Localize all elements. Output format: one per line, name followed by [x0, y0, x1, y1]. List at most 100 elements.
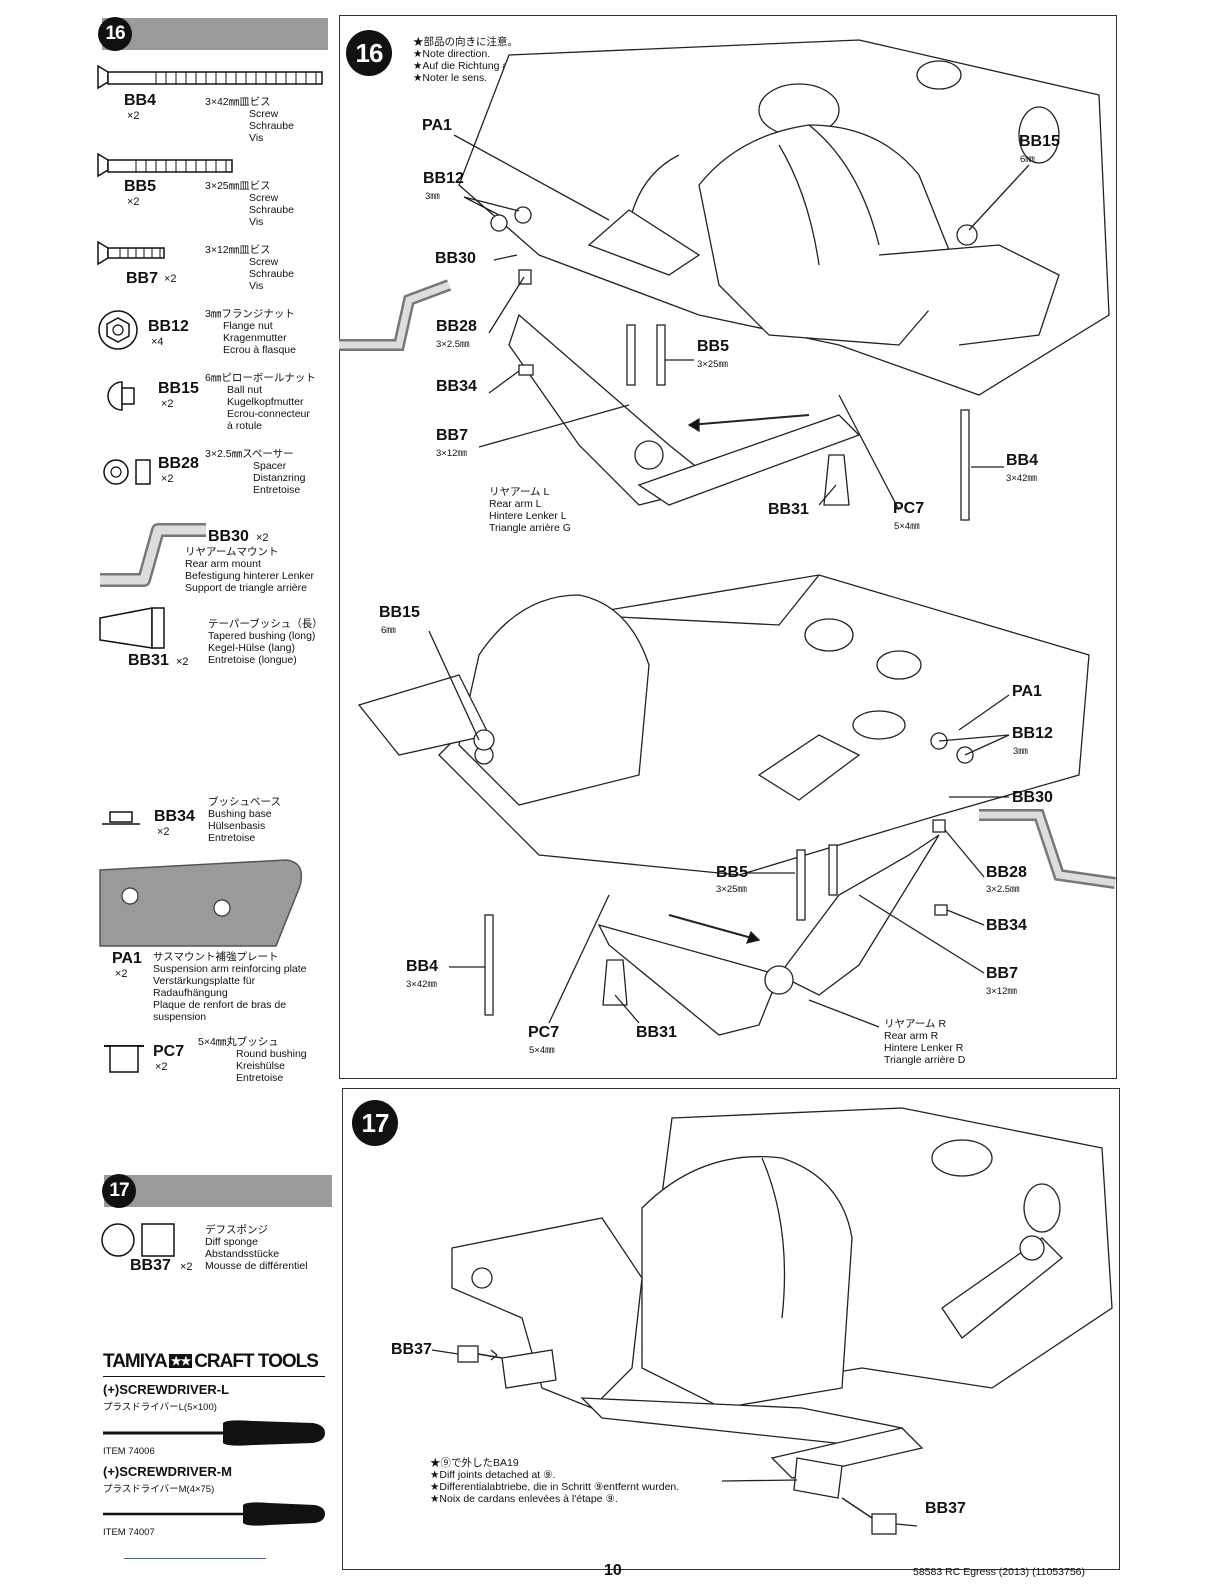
label-bb28: BB28 — [436, 318, 477, 335]
label-bb28: BB28 — [986, 864, 1027, 881]
part-qty: ×2 — [176, 656, 189, 668]
part-code: BB31 — [128, 652, 169, 669]
bb12-flange-nut-icon — [98, 310, 138, 350]
tool-jp: プラスドライバーL(5×100) — [103, 1402, 217, 1413]
part-qty: ×2 — [155, 1061, 168, 1073]
label-bb34: BB34 — [986, 917, 1027, 934]
bb7-screw-icon — [97, 240, 165, 266]
tool-item: ITEM 74007 — [103, 1527, 155, 1538]
label-bb7-size: 3×12㎜ — [986, 986, 1017, 997]
footer-rule — [124, 1558, 266, 1559]
part-qty: ×2 — [127, 110, 140, 122]
tool-jp: プラスドライバーM(4×75) — [103, 1484, 215, 1495]
part-desc: 3×42㎜皿ビス Screw Schraube Vis — [205, 96, 294, 144]
part-code: BB4 — [124, 92, 157, 109]
part-desc: 3×2.5㎜スペーサー Spacer Distanzring Entretois… — [205, 448, 306, 496]
part-code: BB7 — [126, 270, 159, 287]
label-bb12: BB12 — [423, 170, 464, 187]
label-bb30: BB30 — [1012, 789, 1053, 806]
label-bb28-size: 3×2.5㎜ — [436, 339, 470, 350]
label-bb12-size: 3㎜ — [1013, 746, 1028, 757]
diff-joint-note: ★⑨で外したBA19 ★Diff joints detached at ⑨. ★… — [430, 1457, 680, 1505]
tool-item: ITEM 74006 — [103, 1446, 155, 1457]
tamiya-stars-logo: ★★ — [168, 1354, 193, 1368]
parts-icons-16 — [97, 64, 323, 1073]
pa1-plate-icon — [99, 859, 303, 947]
craft-tools-brand: TAMIYA★★CRAFT TOOLS — [103, 1351, 319, 1372]
bb4-screw-icon — [97, 64, 323, 90]
screwdriver-m-icon — [103, 1502, 325, 1526]
part-desc: 6㎜ピローボールナット Ball nut Kugelkopfmutter Ecr… — [205, 372, 316, 432]
label-pa1: PA1 — [1012, 683, 1042, 700]
label-bb12-size: 3㎜ — [425, 191, 440, 202]
part-desc: 3×25㎜皿ビス Screw Schraube Vis — [205, 180, 294, 228]
part-qty: ×2 — [161, 473, 174, 485]
label-bb15: BB15 — [1019, 133, 1060, 150]
step17-header-bar — [104, 1175, 332, 1207]
label-bb7: BB7 — [986, 965, 1019, 982]
label-bb7-size: 3×12㎜ — [436, 448, 467, 459]
label-bb5: BB5 — [697, 338, 730, 355]
bb15-ball-nut-icon — [107, 381, 135, 411]
screwdriver-l-icon — [103, 1420, 325, 1446]
part-desc: デフスポンジ Diff sponge Abstandsstücke Mousse… — [205, 1224, 308, 1272]
part-code: BB15 — [158, 380, 199, 397]
label-pc7-size: 5×4㎜ — [529, 1045, 555, 1056]
part-desc: ブッシュベース Bushing base Hülsenbasis Entreto… — [208, 796, 281, 844]
label-bb37-left: BB37 — [391, 1341, 432, 1358]
bb31-tapered-bushing-icon — [99, 607, 165, 649]
label-bb4-size: 3×42㎜ — [406, 979, 437, 990]
part-code: PC7 — [153, 1043, 185, 1060]
part-desc: 3×12㎜皿ビス Screw Schraube Vis — [205, 244, 294, 292]
step16-header-bar — [102, 18, 328, 50]
label-bb4: BB4 — [1006, 452, 1039, 469]
label-bb30: BB30 — [435, 250, 476, 267]
label-bb31: BB31 — [768, 501, 809, 518]
part-code: PA1 — [112, 950, 142, 967]
label-bb12: BB12 — [1012, 725, 1053, 742]
bb34-bushing-base-icon — [102, 811, 140, 825]
step17-assembly-drawing — [431, 1107, 1113, 1535]
part-qty: ×2 — [115, 968, 128, 980]
label-bb7: BB7 — [436, 427, 469, 444]
label-bb31: BB31 — [636, 1024, 677, 1041]
part-desc: テーパーブッシュ（長） Tapered bushing (long) Kegel… — [208, 618, 323, 666]
tools-divider — [103, 1376, 325, 1377]
rear-arm-r-label: リヤアーム R Rear arm R Hintere Lenker R Tria… — [884, 1018, 966, 1066]
label-bb5-size: 3×25㎜ — [716, 884, 747, 895]
label-bb4: BB4 — [406, 958, 439, 975]
part-code: BB5 — [124, 178, 157, 195]
part-qty: ×2 — [157, 826, 170, 838]
label-bb5-size: 3×25㎜ — [697, 359, 728, 370]
rear-arm-l-label: リヤアーム L Rear arm L Hintere Lenker L Tria… — [489, 486, 571, 534]
part-qty: ×2 — [180, 1261, 193, 1273]
label-pc7: PC7 — [893, 500, 925, 517]
label-pa1: PA1 — [422, 117, 452, 134]
part-code: BB12 — [148, 318, 189, 335]
step16-diagram-badge: 16 — [346, 30, 392, 76]
label-bb15: BB15 — [379, 604, 420, 621]
label-bb5: BB5 — [716, 864, 749, 881]
label-bb37-right: BB37 — [925, 1500, 966, 1517]
part-desc: サスマウント補強プレート Suspension arm reinforcing … — [153, 951, 307, 1023]
tool-name: (+)SCREWDRIVER-M — [103, 1464, 232, 1479]
label-bb15-size: 6㎜ — [381, 625, 396, 636]
part-qty: ×4 — [151, 336, 164, 348]
manual-reference: 58583 RC Egress (2013) (11053756) — [913, 1566, 1085, 1578]
pc7-round-bushing-icon — [104, 1045, 144, 1073]
part-desc: リヤアームマウント Rear arm mount Befestigung hin… — [185, 546, 314, 594]
step16-assembly-drawing — [339, 39, 1116, 1036]
part-code: BB37 — [130, 1257, 171, 1274]
bb28-spacer-icon — [103, 459, 151, 485]
part-qty: ×2 — [256, 532, 269, 544]
bb5-screw-icon — [97, 152, 233, 178]
step17-number-badge: 17 — [102, 1174, 136, 1208]
part-qty: ×2 — [127, 196, 140, 208]
label-bb28-size: 3×2.5㎜ — [986, 884, 1020, 895]
part-code: BB34 — [154, 808, 195, 825]
step17-diagram-badge: 17 — [352, 1100, 398, 1146]
label-bb15-size: 6㎜ — [1020, 154, 1035, 165]
label-pc7-size: 5×4㎜ — [894, 521, 920, 532]
part-desc: 3㎜フランジナット Flange nut Kragenmutter Ecrou … — [205, 308, 296, 356]
tool-name: (+)SCREWDRIVER-L — [103, 1382, 230, 1397]
